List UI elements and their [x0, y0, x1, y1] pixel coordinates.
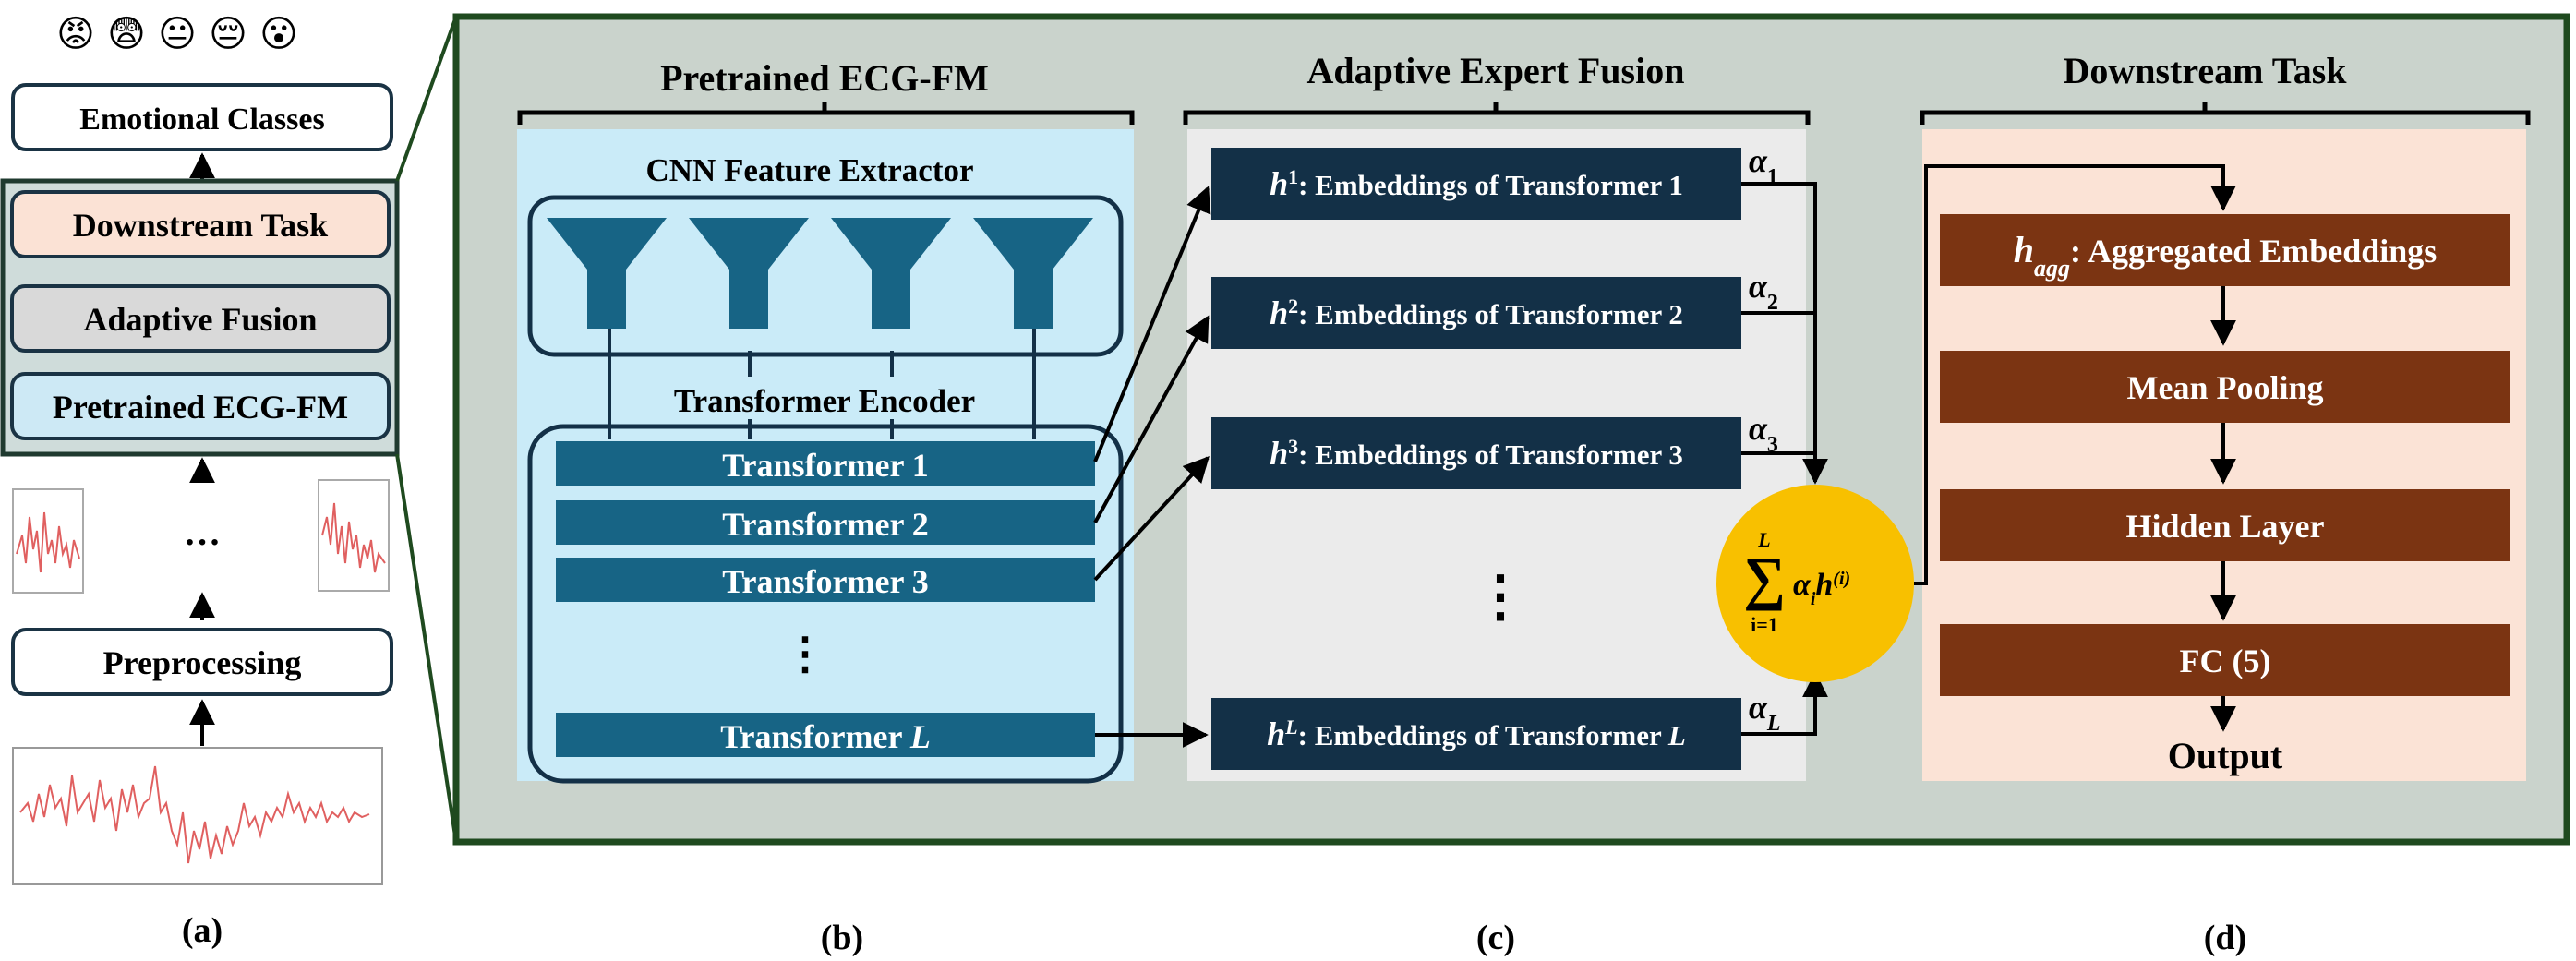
downstream-task-box	[10, 190, 391, 258]
alpha-2: α2	[1749, 268, 1778, 315]
transformer-1-bar	[556, 441, 1095, 486]
emotional-classes-label: Emotional Classes	[79, 102, 324, 137]
transformer-2-bar	[556, 500, 1095, 545]
transformer-encoder-title: Transformer Encoder	[674, 383, 975, 419]
transformer-L-bar	[556, 713, 1095, 757]
zoom-line-bottom	[395, 453, 458, 843]
hidden-layer-label: Hidden Layer	[2125, 508, 2324, 545]
transformer-L-label: Transformer L	[720, 718, 931, 755]
panel-b-label: (b)	[821, 919, 863, 957]
adaptive-fusion-box	[10, 284, 391, 353]
alpha-1: α1	[1749, 142, 1778, 189]
arrow-eL-to-sum	[1741, 671, 1828, 736]
ecg-thumbnail-right	[318, 479, 390, 592]
sum-lower-limit: i=1	[1751, 613, 1778, 636]
adaptive-fusion-label: Adaptive Fusion	[83, 301, 317, 338]
transformer-1-label: Transformer 1	[722, 447, 929, 484]
embedding-vdots: ⋮	[1473, 566, 1528, 627]
embedding-box-2	[1211, 277, 1741, 349]
ecg-thumbnail-left	[12, 488, 84, 594]
arrow-t1-to-e1	[1093, 186, 1211, 462]
embedding-label-L: hL: Embeddings of Transformer L	[1267, 715, 1686, 753]
fearful-face-icon: 😨	[107, 13, 146, 55]
panel-d-label: (d)	[2204, 919, 2246, 957]
mean-pooling-label: Mean Pooling	[2127, 369, 2324, 406]
transformer-vdots: ⋮	[783, 630, 827, 679]
aggregated-embeddings-box	[1940, 214, 2510, 286]
transformer-2-label: Transformer 2	[722, 506, 929, 543]
cnn-filter-4	[973, 218, 1093, 329]
alpha-L: αL	[1749, 689, 1781, 736]
arrow-e1-to-sum	[1741, 182, 1828, 485]
arrow-t2-to-e2	[1093, 315, 1210, 523]
preprocessing-label: Preprocessing	[103, 644, 302, 681]
arrow-sum-to-aggregated	[1914, 164, 2236, 585]
embedding-to-sum-arrows	[1741, 182, 1828, 736]
panel-a: 😡 😨 😐 😔 😮 Emotional Classes Downstream T…	[0, 13, 400, 950]
aggregated-embeddings-label: hagg: Aggregated Embeddings	[2014, 229, 2438, 282]
embedding-box-3	[1211, 417, 1741, 489]
embedding-label-2: h2: Embeddings of Transformer 2	[1270, 294, 1683, 332]
alpha-3: α3	[1749, 410, 1778, 457]
embedding-box-1	[1211, 148, 1741, 220]
cnn-filters	[547, 218, 1093, 329]
panel-b: Pretrained ECG-FM CNN Feature Extractor …	[517, 57, 1135, 957]
cnn-filter-2	[689, 218, 809, 329]
transformer-encoder-title-bg	[635, 377, 1019, 419]
sad-face-icon: 😔	[209, 13, 247, 55]
panel-d: Downstream Task hagg: Aggregated Embeddi…	[1914, 50, 2531, 957]
sum-upper-limit: L	[1757, 528, 1770, 551]
downstream-task-label: Downstream Task	[73, 207, 328, 244]
transformer-3-bar	[556, 558, 1095, 602]
cnn-filter-3	[831, 218, 951, 329]
panel-b-bracket	[517, 102, 1135, 125]
cnn-filter-1	[547, 218, 667, 329]
sum-symbol: ∑	[1743, 546, 1786, 611]
embedding-box-L	[1211, 698, 1741, 770]
ecg-ellipsis: …	[184, 511, 221, 553]
embedding-label-1: h1: Embeddings of Transformer 1	[1270, 165, 1683, 203]
panel-d-title: Downstream Task	[2063, 50, 2347, 91]
preprocessing-box	[11, 628, 393, 696]
weighted-sum-node	[1716, 485, 1914, 682]
panel-c-label: (c)	[1476, 919, 1515, 957]
surprised-face-icon: 😮	[259, 13, 298, 55]
pretrained-ecg-fm-label: Pretrained ECG-FM	[53, 389, 348, 426]
panel-b-title: Pretrained ECG-FM	[660, 57, 989, 99]
pretrained-ecg-fm-box	[10, 372, 391, 440]
arrow-t3-to-e3	[1093, 455, 1210, 582]
transformer-3-label: Transformer 3	[722, 563, 929, 600]
angry-face-icon: 😡	[56, 13, 95, 55]
neutral-face-icon: 😐	[158, 13, 197, 55]
panel-a-label: (a)	[182, 911, 223, 950]
cnn-feature-extractor-box	[527, 195, 1124, 357]
hidden-layer-box	[1940, 489, 2510, 561]
zoom-line-top	[395, 16, 458, 182]
mean-pooling-box	[1940, 351, 2510, 423]
transformer-encoder-box	[527, 424, 1124, 784]
panel-c-bracket	[1183, 102, 1811, 125]
fc-label: FC (5)	[2180, 643, 2271, 679]
emotion-emojis: 😡 😨 😐 😔 😮	[56, 13, 298, 55]
output-label: Output	[2168, 735, 2283, 776]
transformer-to-embedding-arrows	[1093, 186, 1211, 748]
cnn-feature-extractor-title: CNN Feature Extractor	[645, 152, 973, 188]
emotional-classes-box	[11, 83, 393, 151]
panel-d-bracket	[1920, 102, 2531, 125]
panel-c: Adaptive Expert Fusion h1: Embeddings of…	[1093, 50, 1914, 957]
fc-box	[1940, 624, 2510, 696]
panel-c-title: Adaptive Expert Fusion	[1307, 50, 1685, 91]
raw-ecg-signal	[12, 747, 383, 885]
sum-term: αih(i)	[1793, 568, 1850, 609]
embedding-label-3: h3: Embeddings of Transformer 3	[1270, 435, 1683, 473]
